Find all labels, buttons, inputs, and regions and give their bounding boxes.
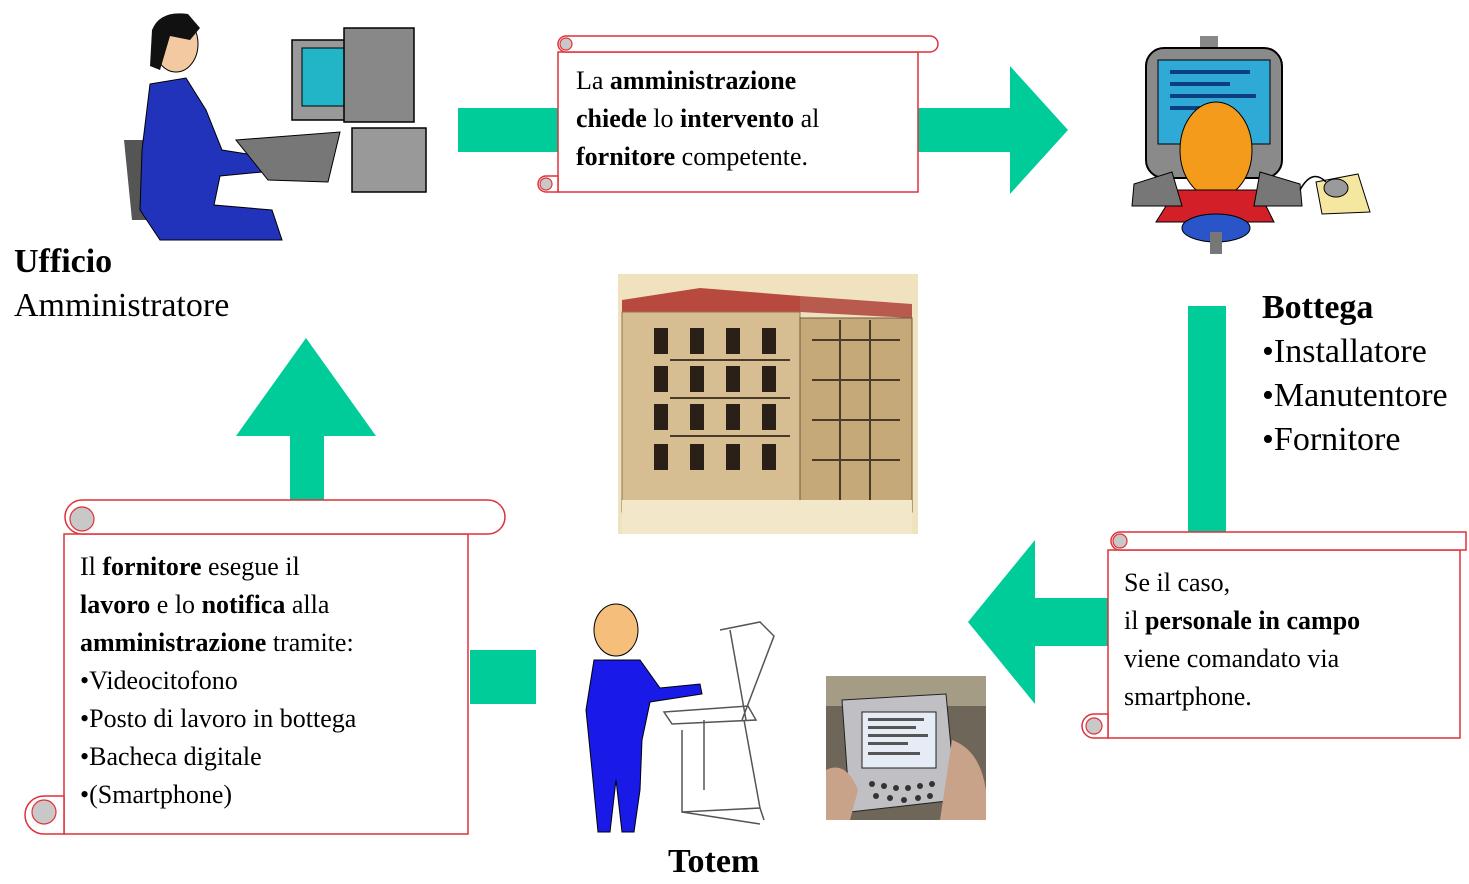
smartphone-photo-icon: [826, 676, 986, 820]
text-bold-segment: amministrazione: [80, 628, 267, 657]
office-worker-computer-icon: [124, 13, 427, 241]
text-bold-segment: fornitore: [576, 142, 676, 171]
text-bold-segment: personale in campo: [1144, 606, 1361, 635]
text-segment: tramite:: [266, 628, 354, 657]
text-bold-segment: fornitore: [102, 552, 202, 581]
arrow-up: [236, 338, 376, 500]
arrow-left: [968, 540, 1108, 704]
list-item: •Posto di lavoro in bottega: [80, 704, 357, 733]
text-segment: La: [576, 66, 610, 95]
bottega-title: Bottega: [1262, 289, 1374, 326]
text-line: amministrazione tramite:: [80, 624, 460, 662]
scroll-left: [24, 499, 506, 835]
arrow-stub-left: [470, 650, 536, 704]
ufficio-label: Ufficio Amministratore: [14, 240, 229, 328]
bottega-item: •Fornitore: [1262, 421, 1401, 458]
text-line: lavoro e lo notifica alla: [80, 586, 460, 624]
left-scroll-text: Il fornitore esegue il lavoro e lo notif…: [80, 548, 460, 814]
right-scroll-text: Se il caso, il personale in campo viene …: [1124, 564, 1454, 716]
text-segment: esegue il: [201, 552, 300, 581]
top-scroll-text: La amministrazione chiede lo intervento …: [576, 62, 906, 176]
ufficio-subtitle: Amministratore: [14, 287, 230, 324]
scroll-top: [537, 35, 939, 193]
arrow-down-stem: [1188, 306, 1226, 532]
workshop-worker-computer-icon: [1131, 36, 1371, 254]
bottega-item: •Manutentore: [1262, 377, 1448, 414]
text-line: il personale in campo: [1124, 602, 1454, 640]
text-segment: alla: [285, 590, 330, 619]
text-bold-segment: amministrazione: [609, 66, 797, 95]
scroll-right: [1081, 531, 1467, 739]
text-bold-segment: notifica: [201, 590, 286, 619]
text-line: Il fornitore esegue il: [80, 548, 460, 586]
building-facade-drawing-icon: [618, 274, 918, 534]
text-bold-segment: lavoro: [80, 590, 151, 619]
text-segment: e lo: [150, 590, 202, 619]
list-item: •Bacheca digitale: [80, 742, 262, 771]
totem-title: Totem: [668, 843, 760, 880]
totem-label: Totem: [668, 840, 759, 884]
text-segment: al: [794, 104, 820, 133]
bottega-item: •Installatore: [1262, 333, 1427, 370]
list-item: •(Smartphone): [80, 780, 233, 809]
text-segment: Il: [80, 552, 103, 581]
arrow-right: [458, 66, 1068, 194]
text-bold-segment: chiede: [576, 104, 647, 133]
text-segment: competente.: [675, 142, 808, 171]
bottega-label: Bottega •Installatore •Manutentore •Forn…: [1262, 286, 1448, 462]
totem-kiosk-user-icon: [585, 603, 775, 833]
text-line: smartphone.: [1124, 682, 1252, 711]
ufficio-title: Ufficio: [14, 243, 113, 280]
text-segment: lo: [646, 104, 680, 133]
text-bold-segment: intervento: [680, 104, 795, 133]
text-line: viene comandato via: [1124, 644, 1340, 673]
text-line: Se il caso,: [1124, 568, 1231, 597]
list-item: •Videocitofono: [80, 666, 238, 695]
text-segment: il: [1124, 606, 1145, 635]
